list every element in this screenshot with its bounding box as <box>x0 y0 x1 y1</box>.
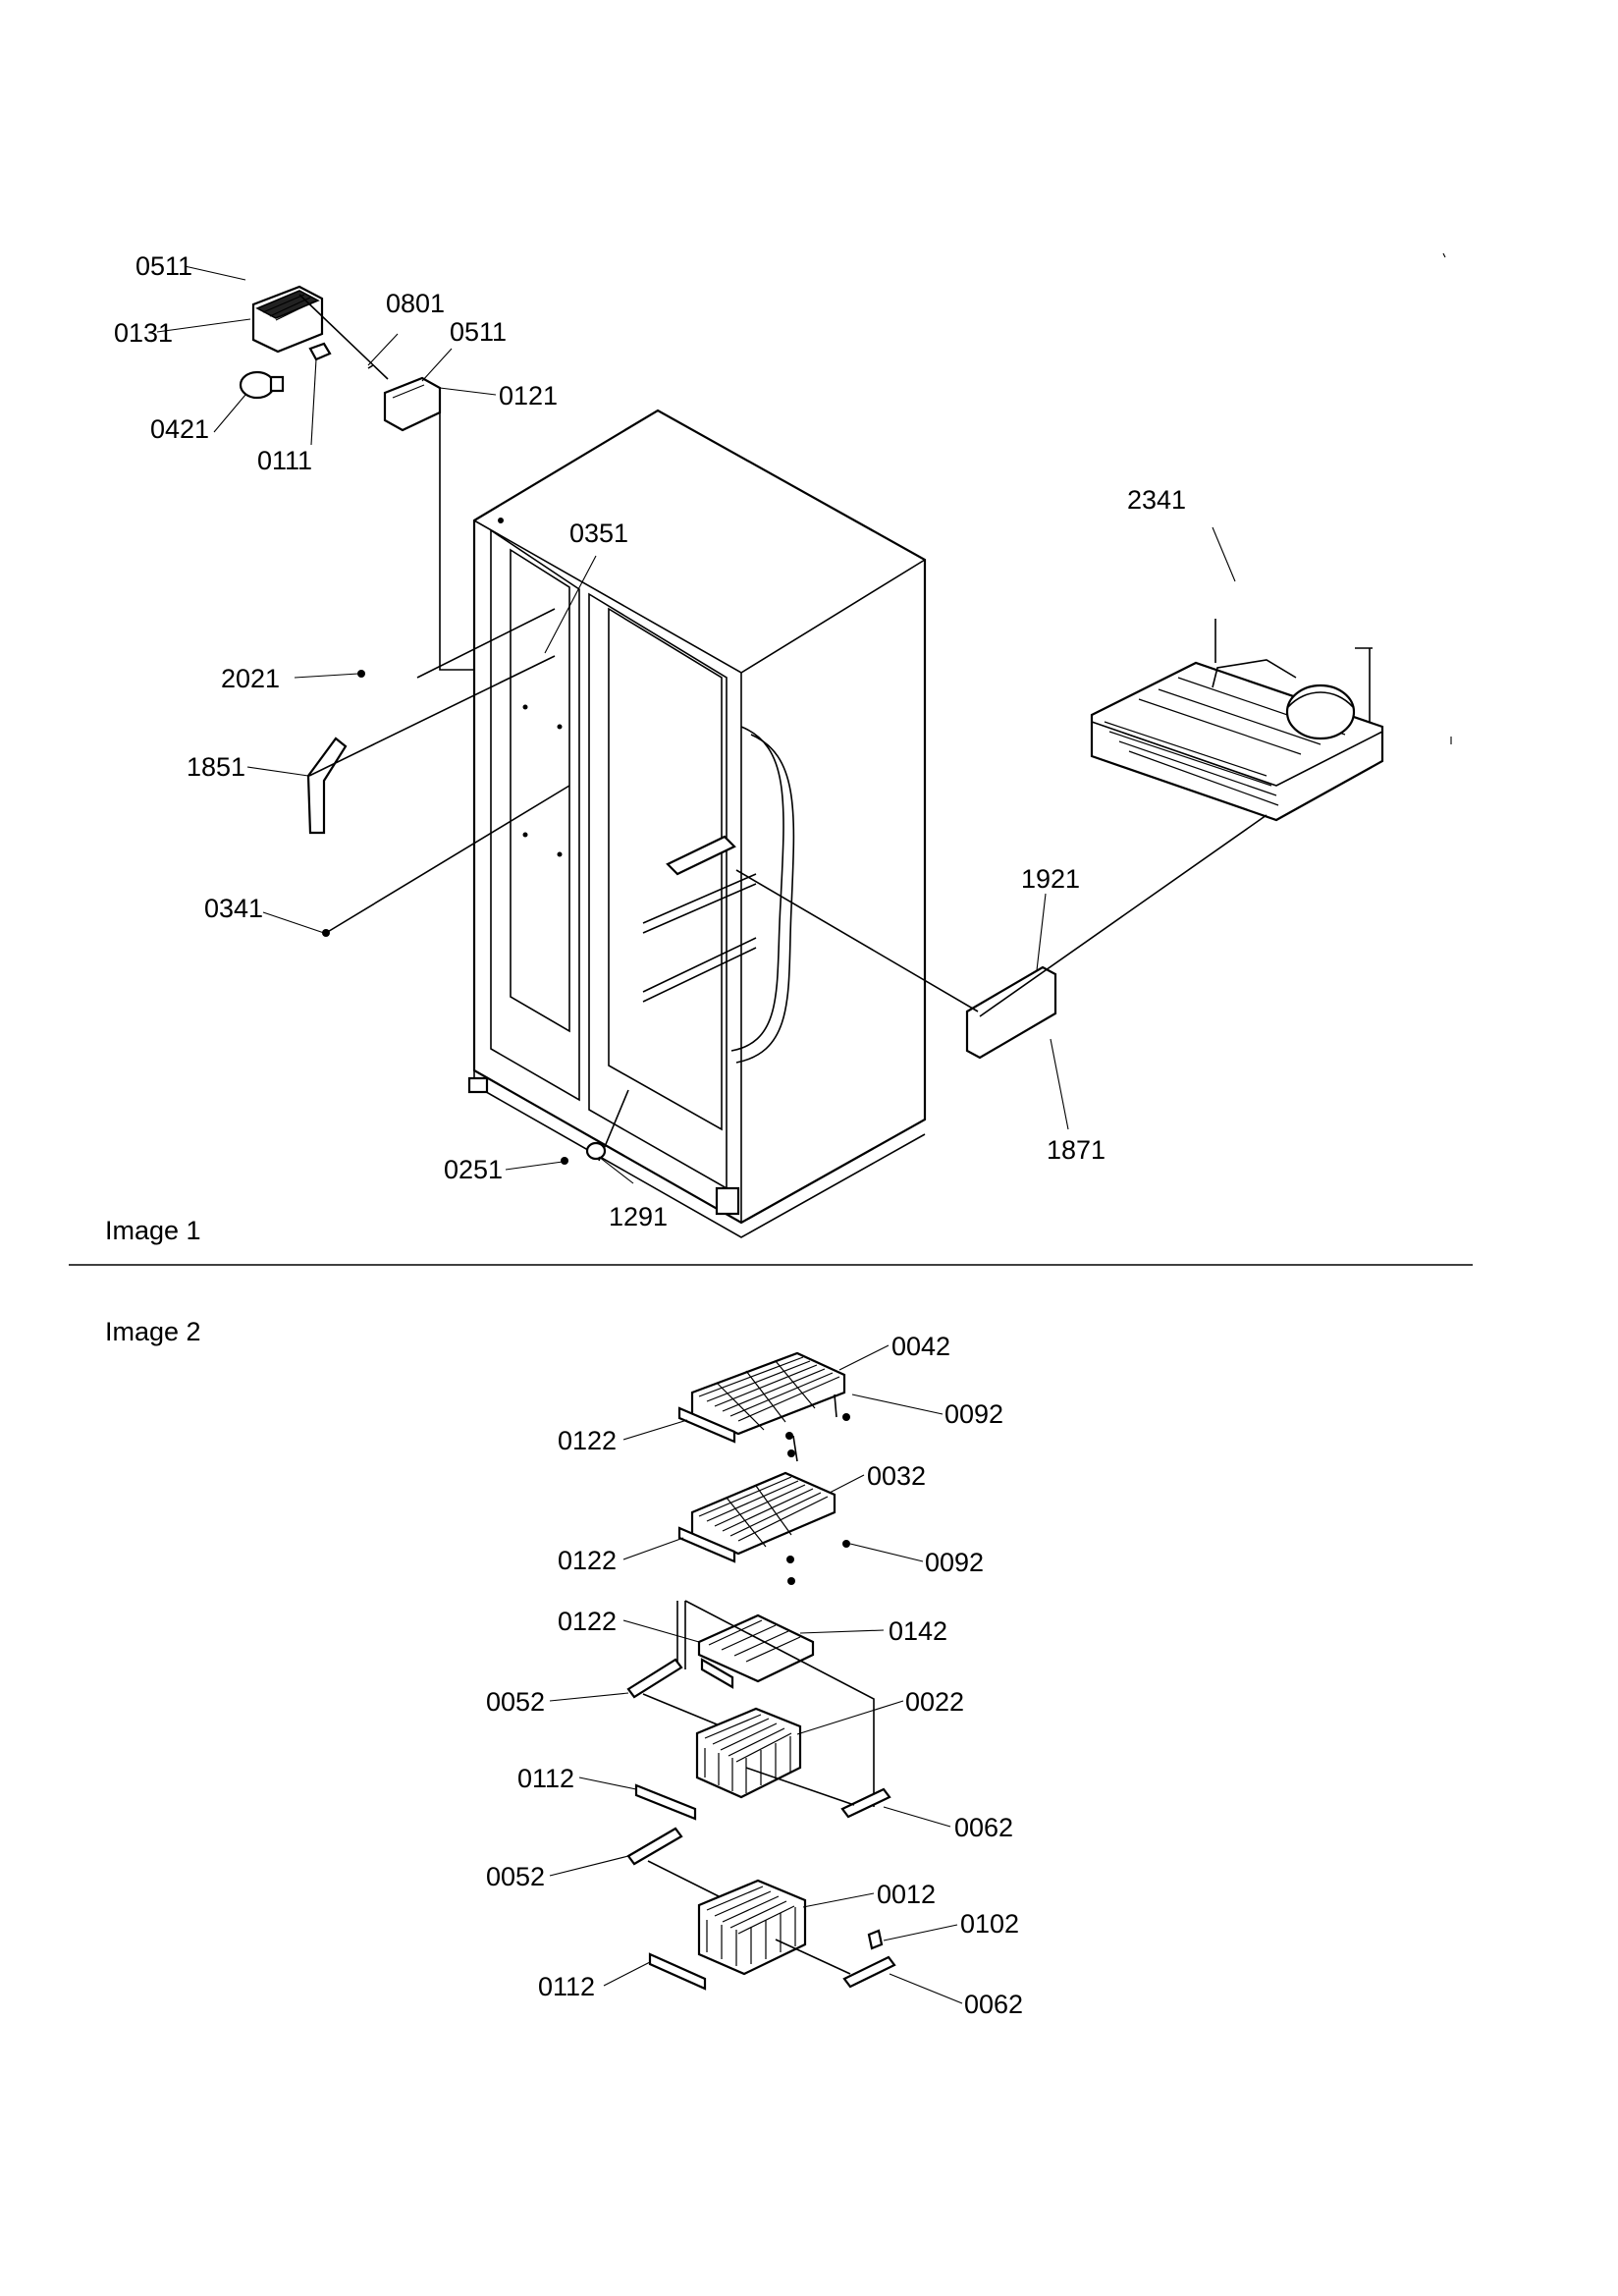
label-0351: 0351 <box>569 519 628 548</box>
label-0131: 0131 <box>114 318 173 348</box>
label-0092-b: 0092 <box>925 1548 984 1577</box>
bracket-part <box>383 376 442 432</box>
label-0121: 0121 <box>499 381 558 410</box>
label-0112-b: 0112 <box>538 1972 595 2001</box>
label-0341: 0341 <box>204 894 263 923</box>
roller-1291 <box>585 1141 607 1161</box>
label-0122-c: 0122 <box>558 1607 617 1636</box>
divider-0112-a-part <box>634 1783 697 1821</box>
basket-0022-part <box>695 1707 802 1799</box>
label-2341: 2341 <box>1127 485 1186 515</box>
compressor-assembly <box>1090 619 1384 822</box>
label-0122-a: 0122 <box>558 1426 617 1455</box>
label-0142: 0142 <box>889 1616 947 1646</box>
trim-part <box>306 737 348 835</box>
label-0012: 0012 <box>877 1880 936 1909</box>
refrigerator-cabinet <box>467 409 927 1238</box>
label-1291: 1291 <box>609 1202 668 1231</box>
label-1851: 1851 <box>187 752 245 782</box>
label-1871: 1871 <box>1047 1135 1106 1165</box>
label-0042: 0042 <box>891 1332 950 1361</box>
access-cover-part <box>965 965 1057 1060</box>
image1-caption: Image 1 <box>105 1216 201 1245</box>
shelf-0032-part <box>677 1471 850 1585</box>
basket-0012-part <box>697 1879 807 1976</box>
light-bulb-part <box>239 370 285 400</box>
label-0511-b: 0511 <box>450 317 507 347</box>
label-0112-a: 0112 <box>517 1764 574 1793</box>
label-0052-a: 0052 <box>486 1687 545 1717</box>
shelf-0042-part <box>677 1351 850 1462</box>
label-0122-b: 0122 <box>558 1546 617 1575</box>
label-0052-b: 0052 <box>486 1862 545 1891</box>
light-socket-part <box>308 342 332 361</box>
label-0092-a: 0092 <box>944 1399 1003 1429</box>
label-0801: 0801 <box>386 289 445 318</box>
label-0111: 0111 <box>257 446 312 475</box>
shelf-0142-part <box>697 1613 815 1683</box>
image2-drawing: Image 2 <box>105 1317 1023 2019</box>
image1-drawing: 0511 0131 0801 0511 0121 0421 0111 0351 … <box>105 251 1452 1245</box>
screw-2021 <box>357 670 365 678</box>
label-0251: 0251 <box>444 1155 503 1184</box>
label-2021: 2021 <box>221 664 280 693</box>
light-housing-part <box>251 285 324 354</box>
label-0421: 0421 <box>150 414 209 444</box>
label-1921: 1921 <box>1021 864 1080 894</box>
label-0102: 0102 <box>960 1909 1019 1939</box>
label-0062-b: 0062 <box>964 1990 1023 2019</box>
divider-0112-b-part <box>648 1952 707 1991</box>
label-0022: 0022 <box>905 1687 964 1717</box>
screw-0251 <box>561 1157 568 1165</box>
label-0511-a: 0511 <box>135 251 192 281</box>
label-0032: 0032 <box>867 1461 926 1491</box>
image2-caption: Image 2 <box>105 1317 201 1346</box>
label-0062-a: 0062 <box>954 1813 1013 1842</box>
screw-0341 <box>322 929 330 937</box>
